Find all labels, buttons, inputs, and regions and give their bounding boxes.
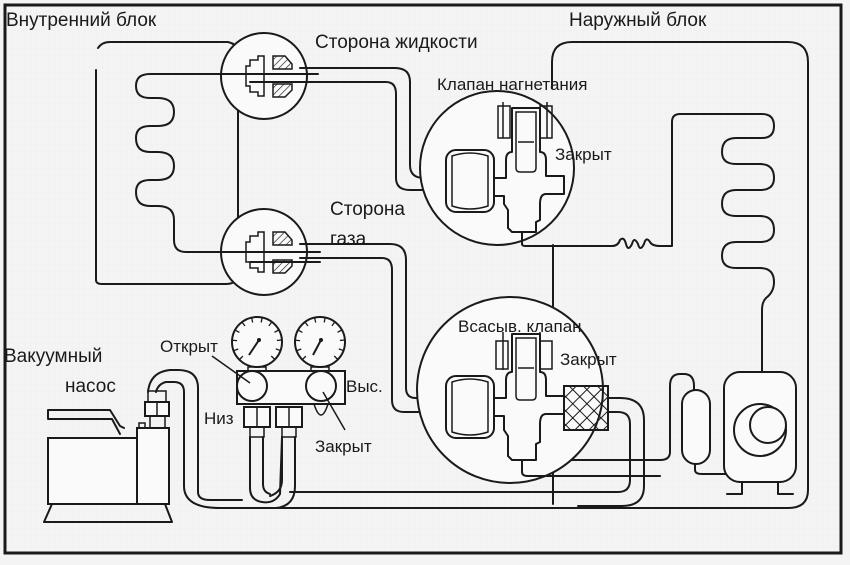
gauge-tick — [275, 348, 281, 352]
gauge-tick — [338, 348, 344, 352]
high-pressure-gauge — [294, 316, 346, 374]
high-valve-knob — [305, 370, 337, 402]
liquid-side-flare-detail — [220, 32, 319, 120]
accumulator — [669, 373, 727, 475]
hose-low-inner — [262, 436, 271, 495]
suction-valve-detail — [416, 296, 661, 484]
label-suction-valve: Всасыв. клапан — [458, 317, 582, 336]
gauge-tick — [260, 317, 263, 323]
gauge-tick — [297, 329, 303, 334]
gauge-tick — [333, 355, 339, 360]
hose-high-outer — [155, 381, 296, 509]
gauge-tick — [337, 329, 343, 333]
gauge-tick — [323, 317, 326, 323]
label-liquid-side: Сторона жидкости — [315, 32, 478, 53]
hose-low — [249, 436, 283, 504]
hose-pump-inner — [147, 369, 199, 493]
gauge-tick — [268, 321, 273, 327]
gas-side-flare-detail — [220, 208, 321, 296]
label-manifold-open: Открыт — [160, 337, 218, 356]
gauge-tick — [296, 348, 302, 352]
label-manifold-low: Низ — [204, 409, 234, 428]
discharge-valve-detail — [419, 90, 775, 373]
hose-pump-loop — [197, 491, 243, 501]
capillary-coil — [611, 113, 775, 373]
liquid-pipe — [299, 67, 447, 179]
hose-high — [269, 436, 283, 497]
label-gas-side-1: Сторона — [330, 199, 405, 220]
label-manifold-high: Выс. — [346, 377, 383, 396]
gas-pipe — [299, 243, 447, 399]
diagram-outline — [3, 3, 843, 555]
gauge-tick — [233, 348, 239, 352]
outdoor-housing-outline — [551, 41, 809, 509]
label-manifold-closed: Закрыт — [315, 437, 372, 456]
low-valve-knob — [236, 370, 268, 402]
gauge-tick — [301, 355, 307, 361]
gauge-tick — [241, 321, 246, 327]
manifold-gauge — [211, 316, 346, 438]
gauge-tick — [274, 329, 280, 333]
gas-pipe-inner — [299, 257, 447, 413]
background-grid — [5, 6, 841, 277]
label-discharge-state: Закрыт — [555, 145, 612, 164]
evaporator-coil — [135, 73, 229, 253]
label-indoor-unit: Внутренний блок — [6, 10, 157, 31]
vacuum-pump — [43, 390, 173, 523]
label-vacuum-pump-1: Вакуумный — [4, 346, 102, 367]
label-discharge-valve: Клапан нагнетания — [437, 75, 588, 94]
gauge-tick — [250, 317, 254, 323]
gauge-tick — [234, 329, 240, 334]
low-pressure-gauge — [231, 316, 283, 374]
compressor — [723, 371, 797, 495]
gauge-tick — [313, 317, 317, 323]
gauge-tick — [238, 355, 244, 361]
suction-flare-nut — [445, 375, 495, 439]
gauge-tick — [304, 321, 309, 327]
label-outdoor-unit: Наружный блок — [569, 10, 707, 31]
discharge-flare-nut — [445, 149, 495, 213]
label-vacuum-pump-2: насос — [65, 376, 116, 397]
gauge-tick — [331, 321, 336, 327]
filter-drier — [563, 385, 609, 431]
suction-return-loop-inner — [289, 411, 631, 493]
gauge-tick — [270, 355, 276, 360]
label-suction-state: Закрыт — [560, 350, 617, 369]
label-gas-side-2: газа — [330, 229, 367, 250]
liquid-pipe-inner — [299, 81, 447, 191]
suction-return-loop — [577, 397, 645, 507]
